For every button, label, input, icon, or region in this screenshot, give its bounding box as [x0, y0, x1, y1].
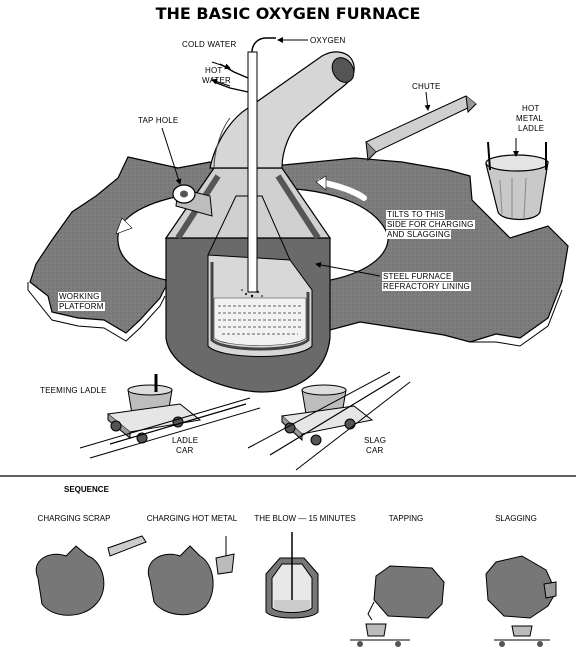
sequence-slagging: [485, 555, 557, 647]
molten-metal: [213, 297, 307, 346]
sequence-tapping: [350, 565, 445, 647]
label-cold-water: COLD WATER: [182, 40, 237, 49]
platform-edge: [27, 282, 166, 342]
label-hot-metal-ladle-line3: LADLE: [518, 124, 545, 133]
label-hot-metal-ladle-line1: HOT: [522, 104, 540, 113]
label-slag-car-line1: SLAG: [364, 436, 387, 445]
sequence-step-2: CHARGING HOT METAL: [146, 514, 238, 523]
label-tilts-line1: TILTS TO THIS: [386, 210, 446, 219]
sequence-the-blow: [265, 532, 319, 619]
label-oxygen: OXYGEN: [310, 36, 346, 45]
oxygen-lance: [247, 51, 258, 293]
label-ladle-car-line1: LADLE: [172, 436, 199, 445]
label-teeming-ladle: TEEMING LADLE: [40, 386, 107, 395]
sequence-heading: SEQUENCE: [64, 485, 109, 494]
exhaust-hood: [209, 51, 355, 169]
label-chute: CHUTE: [412, 82, 441, 91]
sequence-charging-hot-metal: [147, 536, 235, 616]
label-steel-furnace-line1: STEEL FURNACE: [382, 272, 453, 281]
label-hot-water-line2: WATER: [202, 76, 231, 85]
slag-car-group: [247, 371, 411, 471]
label-working-platform-line2: PLATFORM: [58, 302, 105, 311]
label-tap-hole: TAP HOLE: [138, 116, 179, 125]
diagram-title: THE BASIC OXYGEN FURNACE: [155, 4, 421, 23]
sequence-step-3: THE BLOW — 15 MINUTES: [254, 514, 356, 523]
sequence-charging-scrap: [35, 535, 147, 616]
label-ladle-car-line2: CAR: [176, 446, 194, 455]
chute: [365, 95, 477, 153]
label-slag-car-line2: CAR: [366, 446, 384, 455]
sequence-step-5: SLAGGING: [495, 514, 537, 523]
label-hot-metal-ladle-line2: METAL: [516, 114, 544, 123]
label-hot-water-line1: HOT: [205, 66, 223, 75]
label-tilts-line3: AND SLAGGING: [386, 230, 452, 239]
label-tilts-line2: SIDE FOR CHARGING: [386, 220, 475, 229]
sequence-step-4: TAPPING: [388, 514, 424, 523]
sequence-step-1: CHARGING SCRAP: [37, 514, 111, 523]
ladle-car-group: [79, 374, 261, 459]
label-working-platform-line1: WORKING: [58, 292, 101, 301]
label-steel-furnace-line2: REFRACTORY LINING: [382, 282, 471, 291]
